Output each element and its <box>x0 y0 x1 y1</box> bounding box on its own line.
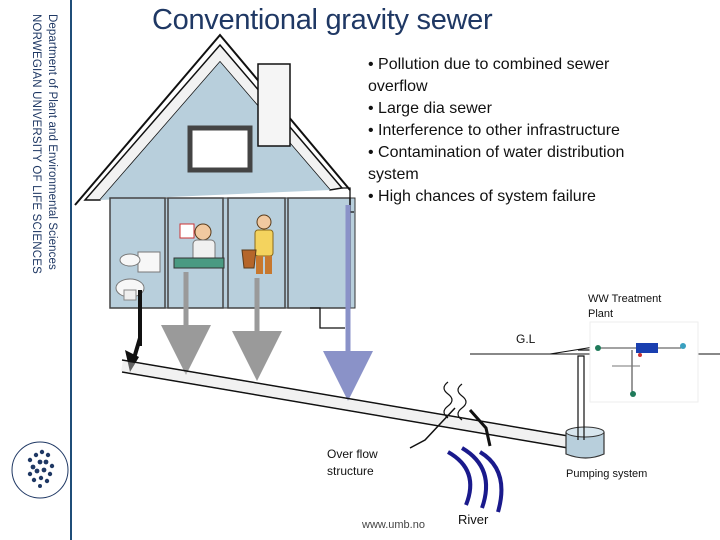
pump-tank <box>565 426 605 459</box>
ground-level-label: G.L <box>516 332 536 346</box>
person-icon <box>241 214 274 274</box>
overflow-structure <box>409 381 492 449</box>
university-logo <box>11 441 69 499</box>
bullet-item: • High chances of system failure <box>368 188 596 205</box>
chimney <box>257 63 291 147</box>
sidebar-divider <box>70 0 72 540</box>
river-waves <box>446 446 504 513</box>
foundation-line <box>310 307 345 329</box>
department-text: Department of Plant and Environmental Sc… <box>46 14 58 270</box>
bullet-list: • Pollution due to combined sewer overfl… <box>368 54 668 208</box>
attic-window <box>187 125 253 173</box>
person-sink-icon <box>173 223 225 269</box>
treatment-plant-label: WW Treatment Plant <box>588 293 662 320</box>
website-url[interactable]: www.umb.no <box>362 519 425 531</box>
overflow-label: Over flow structure <box>327 447 378 478</box>
pumping-system-label: Pumping system <box>566 468 648 480</box>
treatment-plant-icon <box>589 321 699 403</box>
sidebar: Department of Plant and Environmental Sc… <box>0 0 70 540</box>
roof-drain <box>342 187 354 213</box>
bullet-item: • Pollution due to combined sewer overfl… <box>368 56 610 95</box>
bullet-item: • Interference to other infrastructure <box>368 122 620 139</box>
university-text: NORWEGIAN UNIVERSITY OF LIFE SCIENCES <box>30 14 42 275</box>
river-label: River <box>458 512 489 527</box>
toilet-drain-arrow <box>130 337 142 366</box>
bullet-item: • Large dia sewer <box>368 100 492 117</box>
bullet-item: • Contamination of water distribution sy… <box>368 144 625 183</box>
page-title: Conventional gravity sewer <box>152 4 493 36</box>
pumping-pipe <box>577 355 585 440</box>
roof <box>74 33 351 206</box>
sewer-pipe <box>121 359 581 451</box>
toilet-icon <box>115 251 161 301</box>
